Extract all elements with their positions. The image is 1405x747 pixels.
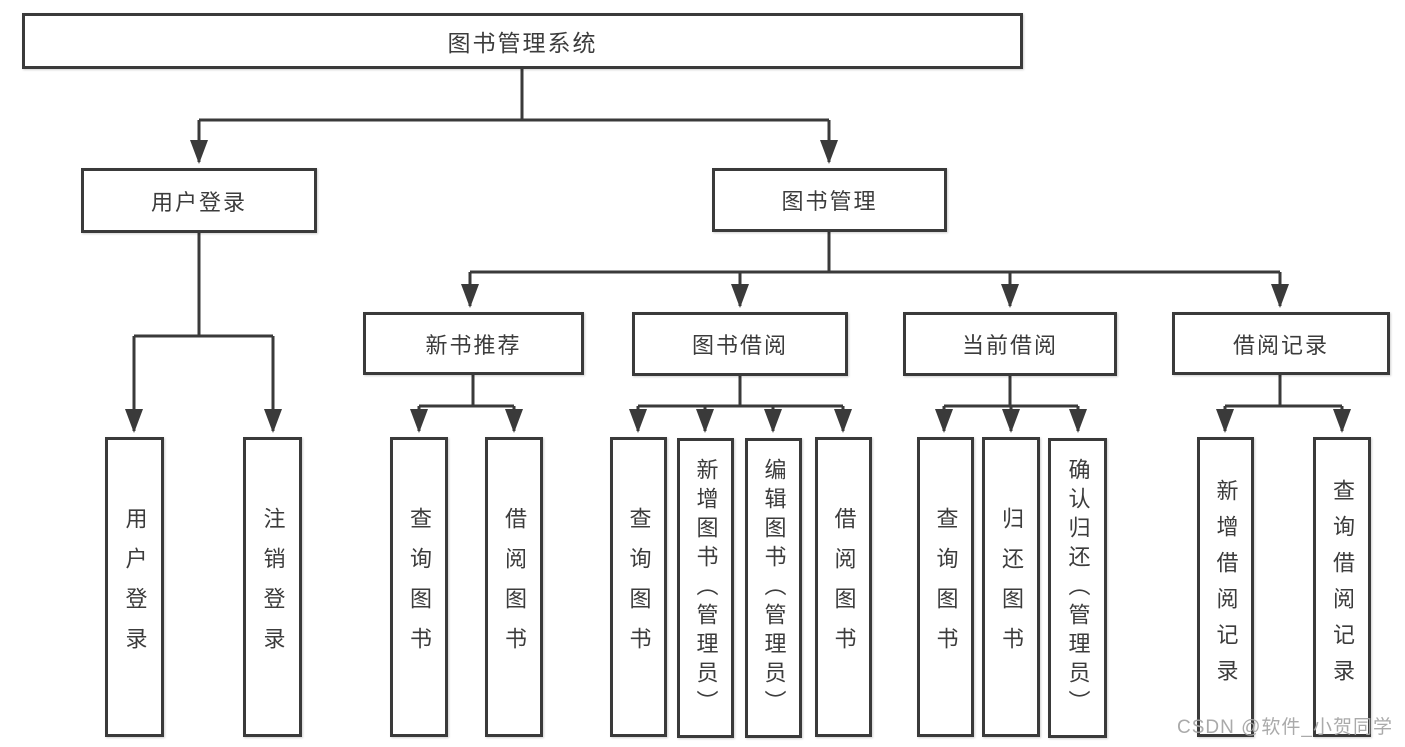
node-current-borrow: 当前借阅 <box>903 312 1117 376</box>
connector-userlogin-to-leaves <box>125 233 282 433</box>
connector-root-to-level1 <box>190 69 838 164</box>
node-leaf-newbook-borrow: 借阅图书 <box>485 437 543 737</box>
node-leaf-borrow-edit-admin: 编辑图书（管理员） <box>745 438 802 738</box>
node-leaf-newbook-query: 查询图书 <box>390 437 448 737</box>
connector-bookmgmt-to-level2 <box>461 232 1289 308</box>
connector-newbook-to-leaves <box>410 375 523 433</box>
node-leaf-user-login: 用户登录 <box>105 437 164 737</box>
node-leaf-borrow-book: 借阅图书 <box>815 437 872 737</box>
node-leaf-records-add: 新增借阅记录 <box>1197 437 1254 737</box>
connector-currentborrow-to-leaves <box>935 376 1087 433</box>
node-leaf-current-return: 归还图书 <box>982 437 1040 737</box>
node-leaf-borrow-add-admin: 新增图书（管理员） <box>677 438 734 738</box>
node-user-login: 用户登录 <box>81 168 317 233</box>
node-borrow-records: 借阅记录 <box>1172 312 1390 375</box>
node-leaf-records-query: 查询借阅记录 <box>1313 437 1371 737</box>
node-book-borrow: 图书借阅 <box>632 312 848 376</box>
node-leaf-current-confirm-admin: 确认归还（管理员） <box>1048 438 1107 738</box>
connector-borrowrecords-to-leaves <box>1216 375 1351 433</box>
node-book-management: 图书管理 <box>712 168 947 232</box>
node-root-system: 图书管理系统 <box>22 13 1023 69</box>
node-leaf-current-query: 查询图书 <box>917 437 974 737</box>
node-leaf-logout: 注销登录 <box>243 437 302 737</box>
connector-bookborrow-to-leaves <box>629 376 852 433</box>
node-new-book-recommend: 新书推荐 <box>363 312 584 375</box>
node-leaf-borrow-query: 查询图书 <box>610 437 667 737</box>
